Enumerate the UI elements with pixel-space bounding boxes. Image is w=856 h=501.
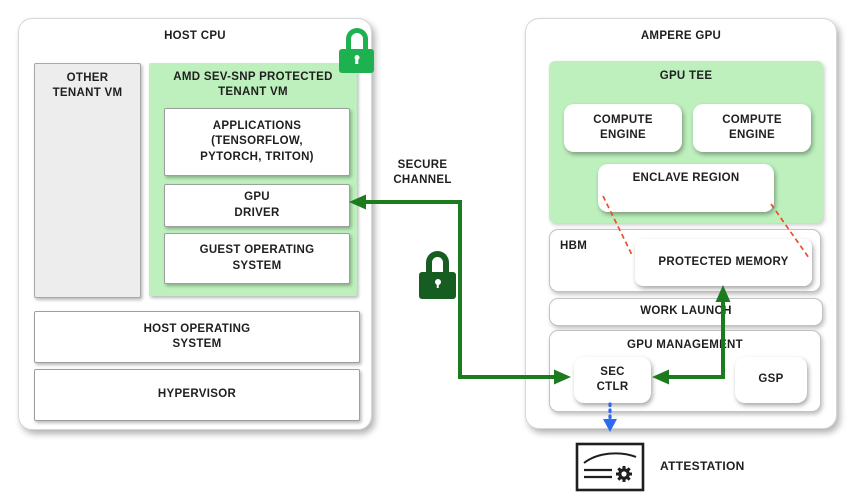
protected-memory-label: PROTECTED MEMORY (658, 255, 789, 268)
lock-keyhole (434, 279, 441, 285)
secure-channel-label: SECURE CHANNEL (393, 159, 452, 187)
host-cpu-panel: HOST CPU OTHER TENANT VM AMD SEV-SNP PRO… (18, 18, 372, 430)
host-cpu-title: HOST CPU (164, 30, 226, 42)
ampere-gpu-panel: AMPERE GPU GPU TEE COMPUTE ENGINE COMPUT… (525, 18, 837, 429)
lock-body (339, 49, 374, 73)
gpu-driver-label: GPU DRIVER (234, 191, 280, 219)
sec-ctlr-label: SEC CTLR (596, 365, 629, 393)
sev-snp-vm-box: AMD SEV-SNP PROTECTED TENANT VM APPLICAT… (149, 63, 357, 296)
attestation-label: ATTESTATION (660, 459, 745, 473)
certificate-gear-icon (575, 442, 645, 492)
hbm-box: HBM PROTECTED MEMORY (549, 229, 821, 292)
guest-os-box: GUEST OPERATING SYSTEM (164, 233, 350, 284)
enclave-region-box: ENCLAVE REGION (598, 164, 774, 212)
guest-os-label: GUEST OPERATING SYSTEM (199, 244, 315, 272)
compute-engine-box: COMPUTE ENGINE (693, 104, 811, 152)
hypervisor-box: HYPERVISOR (34, 369, 360, 421)
gsp-label: GSP (758, 373, 784, 386)
hbm-label: HBM (560, 240, 588, 252)
applications-box: APPLICATIONS (TENSORFLOW, PYTORCH, TRITO… (164, 108, 350, 176)
other-tenant-vm-label: OTHER TENANT VM (52, 72, 123, 100)
lock-shackle (426, 251, 449, 273)
sec-ctlr-box: SEC CTLR (574, 357, 651, 403)
applications-label: APPLICATIONS (TENSORFLOW, PYTORCH, TRITO… (200, 120, 314, 163)
hypervisor-label: HYPERVISOR (157, 388, 237, 401)
gpu-driver-box: GPU DRIVER (164, 184, 350, 227)
enclave-region-label: ENCLAVE REGION (632, 172, 740, 184)
gpu-tee-title: GPU TEE (659, 70, 713, 82)
lock-keyhole (354, 55, 359, 60)
lock-body (419, 272, 456, 299)
lock-icon (419, 251, 456, 299)
work-launch-box: WORK LAUNCH (549, 298, 823, 326)
host-os-box: HOST OPERATING SYSTEM (34, 311, 360, 363)
compute-engine-label: COMPUTE ENGINE (722, 113, 782, 141)
protected-memory-box: PROTECTED MEMORY (635, 239, 812, 286)
gsp-box: GSP (735, 357, 807, 403)
ampere-gpu-title: AMPERE GPU (640, 30, 722, 42)
host-os-label: HOST OPERATING SYSTEM (143, 322, 251, 350)
compute-engine-box: COMPUTE ENGINE (564, 104, 682, 152)
gpu-management-title: GPU MANAGEMENT (626, 339, 743, 351)
lock-shackle (345, 28, 368, 50)
other-tenant-vm-box: OTHER TENANT VM (34, 63, 141, 298)
compute-engine-label: COMPUTE ENGINE (593, 113, 653, 141)
work-launch-label: WORK LAUNCH (640, 305, 732, 318)
gpu-management-box: GPU MANAGEMENT SEC CTLR GSP (549, 330, 821, 412)
sev-snp-vm-title: AMD SEV-SNP PROTECTED TENANT VM (173, 71, 333, 99)
gpu-tee-box: GPU TEE COMPUTE ENGINE COMPUTE ENGINE EN… (549, 61, 823, 223)
lock-icon (339, 28, 374, 73)
gear-icon (616, 466, 632, 482)
